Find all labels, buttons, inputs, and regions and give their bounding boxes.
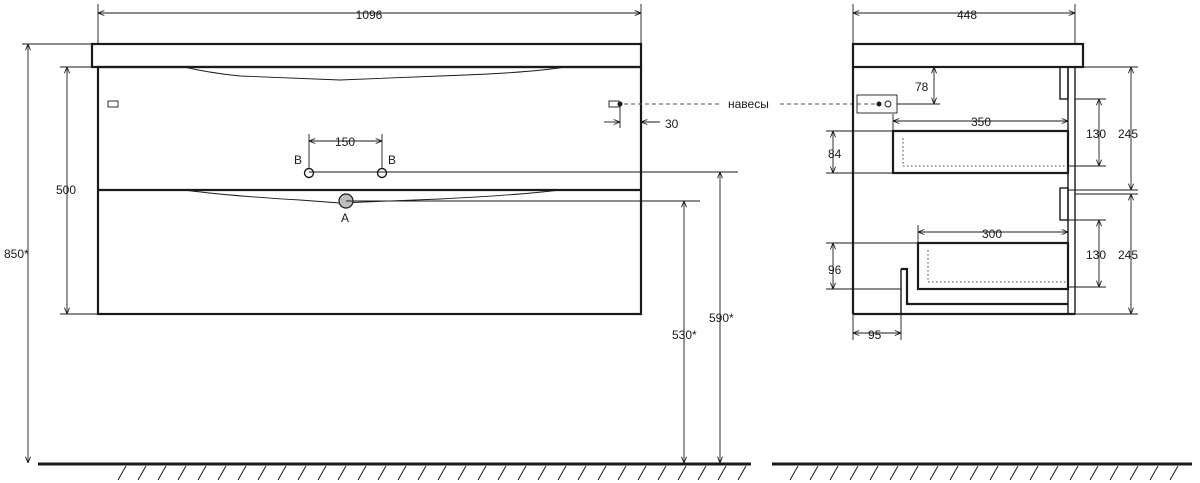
hatch-line [137,465,147,481]
lower-drawer [916,241,1070,291]
hinge-marker-left [107,100,119,108]
hatch-line [829,465,839,481]
bottom-offset-label: 95 [868,328,882,342]
hatch-line [789,465,799,481]
hole-b-right-label: B [388,153,396,167]
hatch-line [357,465,367,481]
hatch-line [257,465,267,481]
cabinet-height-label: 500 [56,183,76,197]
side-view: 448 78 350 84 130 245 300 96 [772,4,1192,481]
lower-inner-label: 130 [1086,248,1106,262]
hatch-line [849,465,859,481]
hatch-line [949,465,959,481]
hatch-line [697,465,707,481]
wall-rail-upper [1059,66,1069,100]
hatch-line [177,465,187,481]
hatch-line [1089,465,1099,481]
wall-rail-lower [1059,187,1069,221]
hatch-line [989,465,999,481]
hatch-line [517,465,527,481]
hole-b-left-label: B [294,153,302,167]
lower-section-label: 245 [1118,248,1138,262]
hatch-line [1149,465,1159,481]
hinge-top-label: 78 [915,80,929,94]
hatch-line [117,465,127,481]
basin-outline [183,66,566,81]
hatch-line [597,465,607,481]
lower-drawer-inner [927,250,1066,283]
upper-drawer-height-label: 84 [828,147,842,161]
lower-drawer-depth-label: 300 [982,227,1002,241]
hatch-line [317,465,327,481]
countertop-side [851,42,1085,69]
total-height-label: 850* [4,247,29,261]
upper-drawer-inner [902,138,1066,167]
front-view: 1096 850* 500 150 B B A 30 590* 530* [4,4,751,481]
hinge-bracket-dot [876,101,882,107]
hatch-line [157,465,167,481]
floor-hatch-side [789,465,1179,481]
hinge-label: навесы [728,97,769,111]
hatch-line [869,465,879,481]
hatch-line [1029,465,1039,481]
height-590-label: 590* [709,311,734,325]
hatch-line [889,465,899,481]
hatch-line [497,465,507,481]
floor-hatch-front [117,465,747,481]
hatch-line [277,465,287,481]
upper-drawer-depth-label: 350 [971,115,991,129]
depth-label: 448 [957,8,977,22]
hatch-line [657,465,667,481]
hole-b-right [376,167,388,179]
hatch-line [1129,465,1139,481]
hatch-line [217,465,227,481]
hatch-line [809,465,819,481]
hatch-line [909,465,919,481]
hatch-line [737,465,747,481]
height-530-label: 530* [672,328,697,342]
upper-drawer [891,129,1070,175]
hatch-line [537,465,547,481]
lower-drawer-front [901,267,1068,306]
hatch-line [1169,465,1179,481]
hole-a-label: A [341,211,349,225]
hatch-line [1009,465,1019,481]
hatch-line [477,465,487,481]
hatch-line [457,465,467,481]
hatch-line [437,465,447,481]
hatch-line [969,465,979,481]
hatch-line [297,465,307,481]
hatch-line [637,465,647,481]
hatch-line [557,465,567,481]
upper-section-label: 245 [1118,127,1138,141]
hinge-bracket-hole [884,100,892,108]
hatch-line [717,465,727,481]
hinge-offset-label: 30 [665,117,679,131]
lower-drawer-height-label: 96 [828,263,842,277]
hatch-line [577,465,587,481]
hatch-line [417,465,427,481]
hatch-line [929,465,939,481]
hatch-line [397,465,407,481]
hatch-line [377,465,387,481]
hatch-line [1109,465,1119,481]
hatch-line [1069,465,1079,481]
hatch-line [197,465,207,481]
upper-inner-label: 130 [1086,127,1106,141]
hatch-line [617,465,627,481]
hatch-line [1049,465,1059,481]
hole-b-left [303,167,315,179]
width-label: 1096 [356,8,383,22]
hatch-line [677,465,687,481]
hatch-line [237,465,247,481]
tap-spacing-label: 150 [335,135,355,149]
countertop-front [90,42,643,69]
hatch-line [337,465,347,481]
